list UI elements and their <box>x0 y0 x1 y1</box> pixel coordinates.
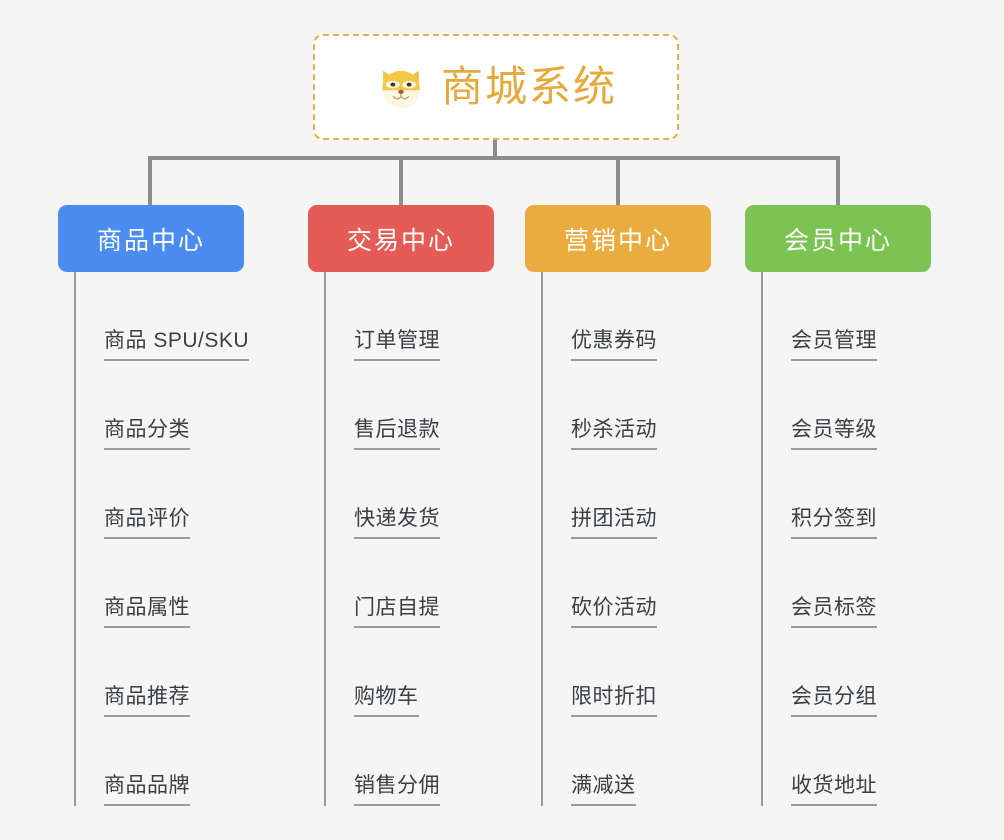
list-item[interactable]: 购物车 <box>326 628 494 717</box>
category-header-marketing-center[interactable]: 营销中心 <box>525 205 711 272</box>
category-header-label: 商品中心 <box>96 226 205 255</box>
list-item-label: 商品属性 <box>104 595 190 628</box>
list-item-label: 会员分组 <box>791 684 877 717</box>
column-body: 商品 SPU/SKU 商品分类 商品评价 商品属性 商品推荐 商品品牌 <box>74 272 250 806</box>
list-item[interactable]: 订单管理 <box>326 272 494 361</box>
list-item[interactable]: 收货地址 <box>763 717 931 806</box>
category-header-label: 营销中心 <box>563 226 672 255</box>
list-item[interactable]: 售后退款 <box>326 361 494 450</box>
column-marketing-center: 营销中心 优惠券码 秒杀活动 拼团活动 砍价活动 限时折扣 满减送 <box>525 205 711 806</box>
list-item-label: 满减送 <box>571 773 636 806</box>
category-header-product-center[interactable]: 商品中心 <box>58 205 244 272</box>
connector-drop-member-center <box>836 156 840 205</box>
list-item-label: 会员标签 <box>791 595 877 628</box>
list-item[interactable]: 门店自提 <box>326 539 494 628</box>
list-item-label: 秒杀活动 <box>571 417 657 450</box>
list-item-label: 收货地址 <box>791 773 877 806</box>
column-trade-center: 交易中心 订单管理 售后退款 快递发货 门店自提 购物车 销售分佣 <box>308 205 494 806</box>
list-item-label: 会员等级 <box>791 417 877 450</box>
list-item[interactable]: 拼团活动 <box>543 450 711 539</box>
list-item-label: 订单管理 <box>354 328 440 361</box>
list-item-label: 商品评价 <box>104 506 190 539</box>
list-item-label: 购物车 <box>354 684 419 717</box>
category-header-label: 交易中心 <box>346 226 455 255</box>
list-item-label: 商品品牌 <box>104 773 190 806</box>
category-header-trade-center[interactable]: 交易中心 <box>308 205 494 272</box>
connector-bus <box>150 156 840 160</box>
list-item[interactable]: 秒杀活动 <box>543 361 711 450</box>
column-product-center: 商品中心 商品 SPU/SKU 商品分类 商品评价 商品属性 商品推荐 商品品牌 <box>58 205 250 806</box>
list-item[interactable]: 积分签到 <box>763 450 931 539</box>
category-header-label: 会员中心 <box>783 226 892 255</box>
list-item[interactable]: 商品推荐 <box>76 628 244 717</box>
list-item[interactable]: 商品分类 <box>76 361 244 450</box>
list-item-label: 门店自提 <box>354 595 440 628</box>
column-body: 优惠券码 秒杀活动 拼团活动 砍价活动 限时折扣 满减送 <box>541 272 711 806</box>
list-item-label: 优惠券码 <box>571 328 657 361</box>
list-item-label: 积分签到 <box>791 506 877 539</box>
list-item-label: 售后退款 <box>354 417 440 450</box>
list-item[interactable]: 商品品牌 <box>76 717 244 806</box>
list-item-label: 商品 SPU/SKU <box>104 328 250 361</box>
list-item-label: 限时折扣 <box>571 684 657 717</box>
list-item[interactable]: 限时折扣 <box>543 628 711 717</box>
list-item[interactable]: 销售分佣 <box>326 717 494 806</box>
shiba-dog-face-icon <box>375 61 427 113</box>
list-item[interactable]: 快递发货 <box>326 450 494 539</box>
column-body: 订单管理 售后退款 快递发货 门店自提 购物车 销售分佣 <box>324 272 494 806</box>
list-item[interactable]: 会员分组 <box>763 628 931 717</box>
list-item[interactable]: 商品属性 <box>76 539 244 628</box>
connector-drop-marketing-center <box>616 156 620 205</box>
category-header-member-center[interactable]: 会员中心 <box>745 205 931 272</box>
column-body: 会员管理 会员等级 积分签到 会员标签 会员分组 收货地址 <box>761 272 931 806</box>
list-item-label: 砍价活动 <box>571 595 657 628</box>
column-member-center: 会员中心 会员管理 会员等级 积分签到 会员标签 会员分组 收货地址 <box>745 205 931 806</box>
list-item-label: 拼团活动 <box>571 506 657 539</box>
list-item-label: 会员管理 <box>791 328 877 361</box>
list-item-label: 销售分佣 <box>354 773 440 806</box>
list-item-label: 商品分类 <box>104 417 190 450</box>
list-item-label: 快递发货 <box>354 506 440 539</box>
list-item[interactable]: 砍价活动 <box>543 539 711 628</box>
list-item[interactable]: 会员标签 <box>763 539 931 628</box>
root-title: 商城系统 <box>440 63 617 110</box>
list-item-label: 商品推荐 <box>104 684 190 717</box>
connector-drop-product-center <box>148 156 152 205</box>
list-item[interactable]: 优惠券码 <box>543 272 711 361</box>
connector-drop-trade-center <box>399 156 403 205</box>
list-item[interactable]: 会员管理 <box>763 272 931 361</box>
list-item[interactable]: 商品评价 <box>76 450 244 539</box>
list-item[interactable]: 满减送 <box>543 717 711 806</box>
root-node[interactable]: 商城系统 <box>313 34 679 140</box>
list-item[interactable]: 商品 SPU/SKU <box>76 272 250 361</box>
list-item[interactable]: 会员等级 <box>763 361 931 450</box>
connector-stem <box>493 140 497 160</box>
